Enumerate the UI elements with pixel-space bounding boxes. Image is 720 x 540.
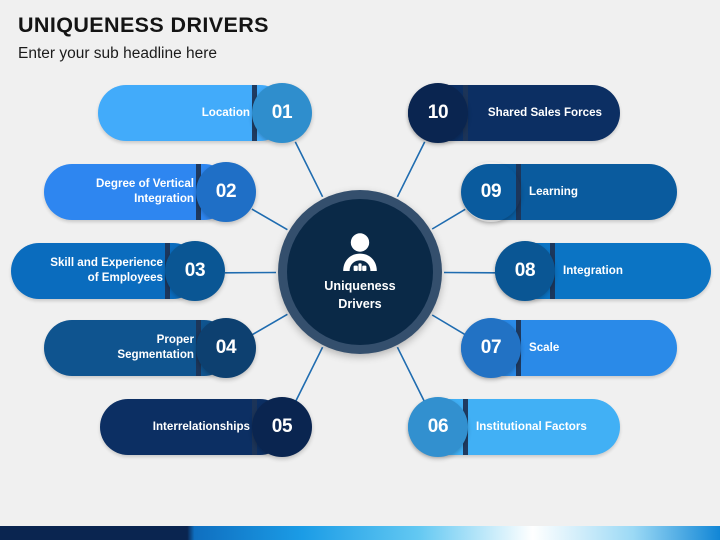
pill-number-circle-07[interactable]: 07 [461, 318, 521, 378]
pill-label-03: Skill and Experience of Employees [50, 256, 163, 284]
pill-label-10: Shared Sales Forces [487, 105, 602, 119]
pill-number-circle-06[interactable]: 06 [408, 397, 468, 457]
center-hub-inner: Uniqueness Drivers [287, 199, 433, 345]
pill-label-04: Proper Segmentation [117, 333, 194, 361]
pill-number-circle-03[interactable]: 03 [165, 241, 225, 301]
pill-label-02: Degree of Vertical Integration [96, 177, 194, 205]
bottom-accent-bar [0, 526, 720, 540]
pill-notch-09 [516, 164, 521, 220]
pill-number-08: 08 [514, 260, 536, 281]
pill-number-circle-05[interactable]: 05 [252, 397, 312, 457]
pill-number-circle-08[interactable]: 08 [495, 241, 555, 301]
person-icon [339, 232, 381, 272]
list-item[interactable]: Skill and Experience of Employees 03 [0, 241, 320, 301]
list-item[interactable]: Location 01 [0, 83, 320, 143]
list-item[interactable]: Learning 09 [0, 164, 720, 220]
pill-label-08: Integration [563, 263, 623, 277]
center-hub[interactable]: Uniqueness Drivers [278, 190, 442, 354]
list-item[interactable]: Proper Segmentation 04 [0, 318, 320, 378]
pill-number-05: 05 [271, 416, 293, 437]
pill-number-circle-01[interactable]: 01 [252, 83, 312, 143]
pill-number-circle-09[interactable]: 09 [461, 162, 521, 222]
pill-number-09: 09 [480, 181, 502, 202]
pill-number-01: 01 [271, 102, 293, 123]
pill-number-04: 04 [215, 337, 237, 358]
list-item[interactable]: Integration 08 [0, 241, 720, 301]
pill-number-circle-10[interactable]: 10 [408, 83, 468, 143]
pill-number-02: 02 [215, 181, 237, 202]
pill-number-10: 10 [427, 102, 449, 123]
pill-label-01: Location [201, 105, 250, 119]
pill-number-07: 07 [480, 337, 502, 358]
pill-number-circle-04[interactable]: 04 [196, 318, 256, 378]
page-subtitle: Enter your sub headline here [18, 44, 218, 62]
pill-number-06: 06 [427, 416, 449, 437]
pill-number-03: 03 [184, 260, 206, 281]
list-item[interactable]: Degree of Vertical Integration 02 [0, 162, 320, 222]
list-item[interactable]: Interrelationships 05 [0, 397, 320, 457]
header: UNIQUENESS DRIVERS Enter your sub headli… [18, 13, 658, 62]
pill-number-circle-02[interactable]: 02 [196, 162, 256, 222]
center-hub-label: Uniqueness Drivers [324, 279, 396, 311]
pill-label-09: Learning [529, 184, 578, 198]
pill-label-05: Interrelationships [152, 419, 250, 433]
list-item[interactable]: Shared Sales Forces 10 [0, 83, 720, 143]
pill-label-07: Scale [529, 340, 560, 354]
list-item[interactable]: Institutional Factors 06 [0, 397, 720, 457]
page-title: UNIQUENESS DRIVERS [18, 13, 269, 37]
list-item[interactable]: Scale 07 [0, 318, 720, 378]
pill-body-09[interactable]: Learning [461, 164, 677, 220]
pill-label-06: Institutional Factors [476, 419, 587, 433]
